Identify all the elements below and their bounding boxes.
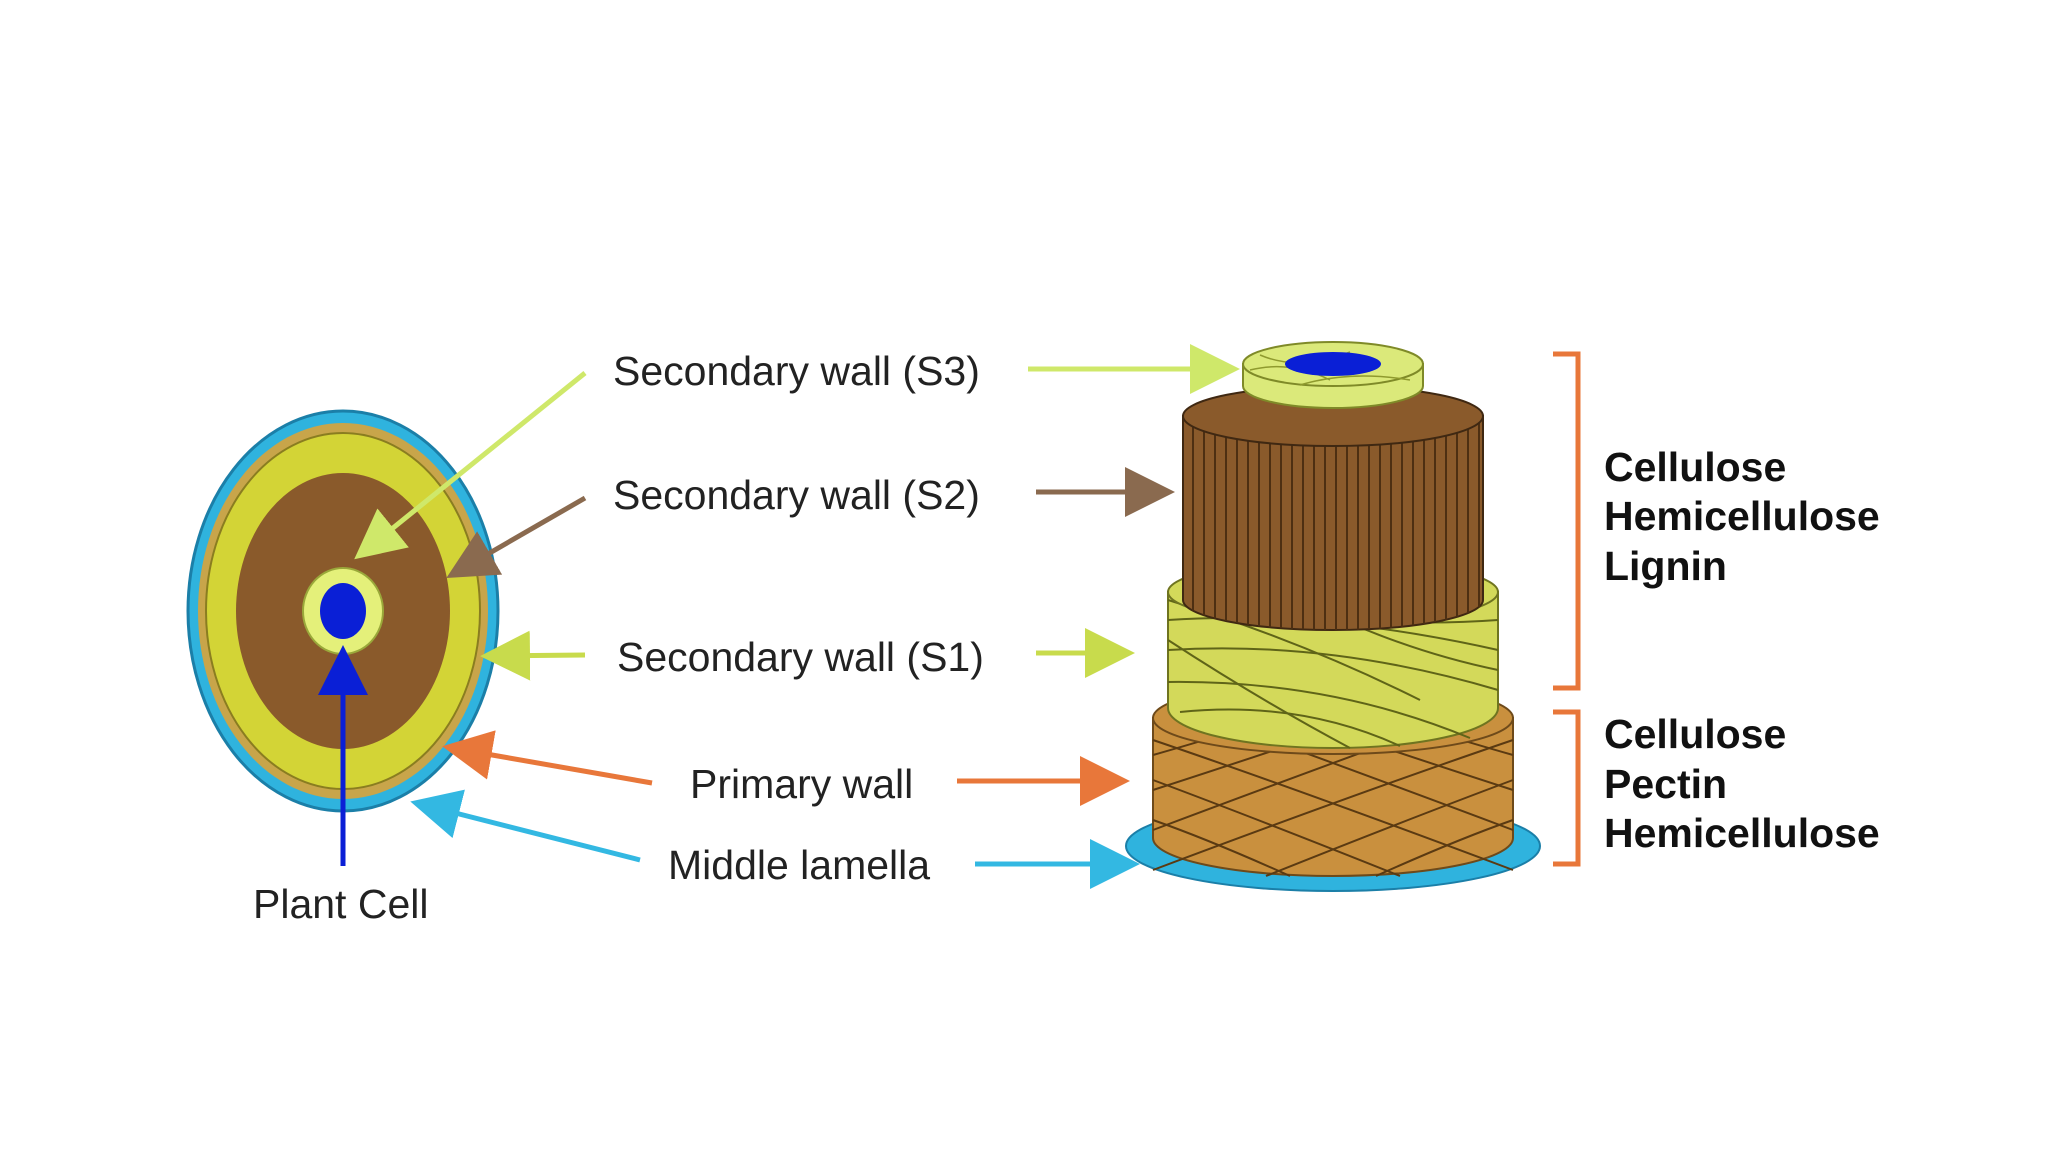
fiber-lumen	[1285, 352, 1381, 376]
composition-item: Lignin	[1604, 543, 1727, 589]
label-primary-wall: Primary wall	[690, 761, 913, 807]
composition-item: Cellulose	[1604, 444, 1786, 490]
label-s3: Secondary wall (S3)	[613, 348, 980, 394]
arrow-s1-left	[480, 630, 586, 681]
label-plant-cell: Plant Cell	[253, 881, 428, 927]
label-s2: Secondary wall (S2)	[613, 472, 980, 518]
bracket-secondary	[1553, 351, 1581, 691]
arrow-primary-left	[442, 730, 653, 786]
fiber-s2-layer	[1182, 385, 1484, 631]
fiber-s3-layer	[1242, 341, 1424, 409]
composition-item: Hemicellulose	[1604, 810, 1880, 856]
arrow-lamella-left	[410, 789, 641, 863]
label-middle-lamella: Middle lamella	[668, 842, 930, 888]
fiber-model	[1125, 341, 1541, 892]
cell-lumen	[320, 583, 366, 639]
arrows	[318, 344, 1240, 889]
labels: Secondary wall (S3) Secondary wall (S2) …	[253, 348, 984, 927]
cell-cross-section	[186, 409, 500, 813]
arrow-s3-left	[354, 371, 587, 560]
brackets	[1553, 351, 1581, 867]
composition-primary: Cellulose Pectin Hemicellulose	[1604, 711, 1880, 856]
composition-item: Cellulose	[1604, 711, 1786, 757]
composition-secondary: Cellulose Hemicellulose Lignin	[1604, 444, 1880, 589]
composition-item: Pectin	[1604, 761, 1727, 807]
arrow-s2-left	[446, 495, 587, 578]
label-s1: Secondary wall (S1)	[617, 634, 984, 680]
composition-item: Hemicellulose	[1604, 493, 1880, 539]
bracket-primary	[1553, 709, 1581, 867]
